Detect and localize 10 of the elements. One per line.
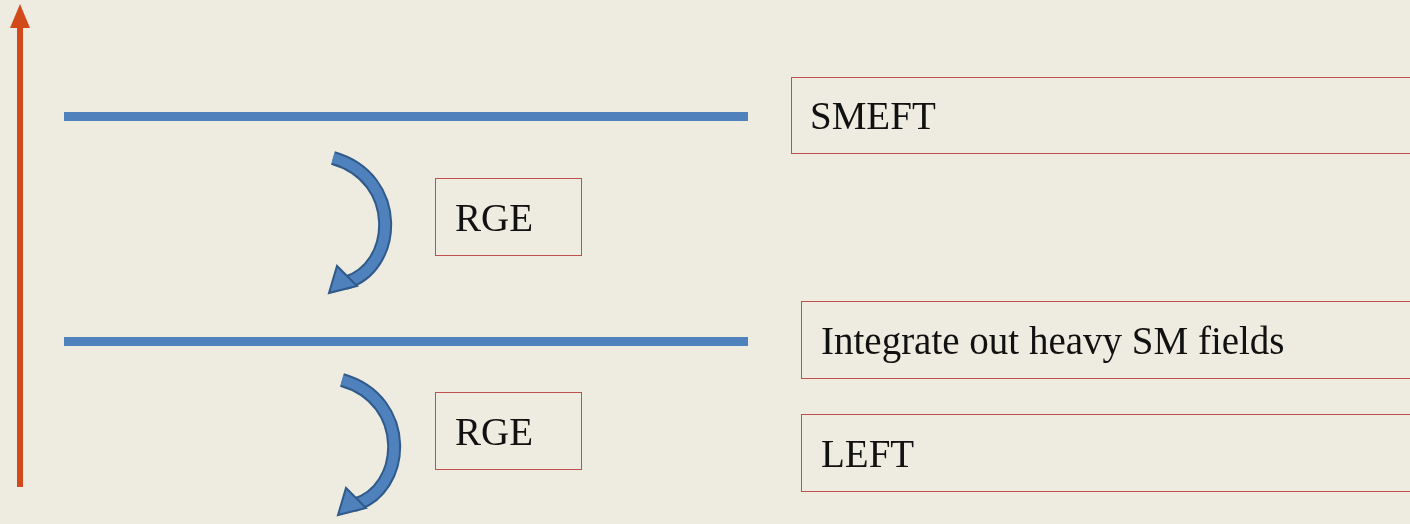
box-label: RGE [455,408,533,454]
box-label: SMEFT [810,93,936,138]
box-label: Integrate out heavy SM fields [821,317,1285,363]
label-box [791,77,1410,154]
label-box [435,178,582,256]
label-box [435,392,582,470]
label-box [801,301,1410,379]
box-label: LEFT [821,430,915,476]
label-box [801,414,1410,492]
box-label: RGE [455,194,533,240]
